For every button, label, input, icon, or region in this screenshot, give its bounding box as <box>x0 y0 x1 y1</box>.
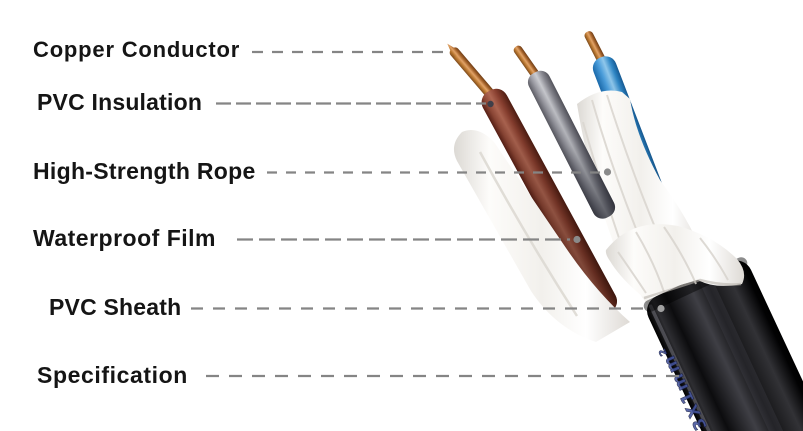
leader-lines <box>191 50 686 378</box>
collar-bottom-shadow <box>643 278 742 300</box>
rope-crease <box>478 151 579 317</box>
dot-pvc-sheath <box>657 304 665 313</box>
dot-waterproof-film <box>573 235 581 244</box>
label-pvc-insulation: PVC Insulation <box>37 89 203 115</box>
dot-high-strength-rope <box>603 168 612 176</box>
collar-creases <box>617 226 729 294</box>
waterproof-film-collar <box>605 224 745 298</box>
brown-core-wire <box>447 43 618 315</box>
label-waterproof-film: Waterproof Film <box>33 225 216 251</box>
label-high-strength-rope: High-Strength Rope <box>33 158 256 184</box>
copper-conductor-brown <box>449 47 497 101</box>
grey-core-wire <box>513 45 616 219</box>
stripped-cable-end: 3X1mm² <box>447 31 803 431</box>
label-copper-conductor: Copper Conductor <box>33 37 241 62</box>
leader-endpoint-dots <box>487 100 665 313</box>
dot-pvc-insulation <box>487 100 494 108</box>
label-pvc-sheath: PVC Sheath <box>49 294 182 320</box>
label-specification: Specification <box>37 362 188 388</box>
